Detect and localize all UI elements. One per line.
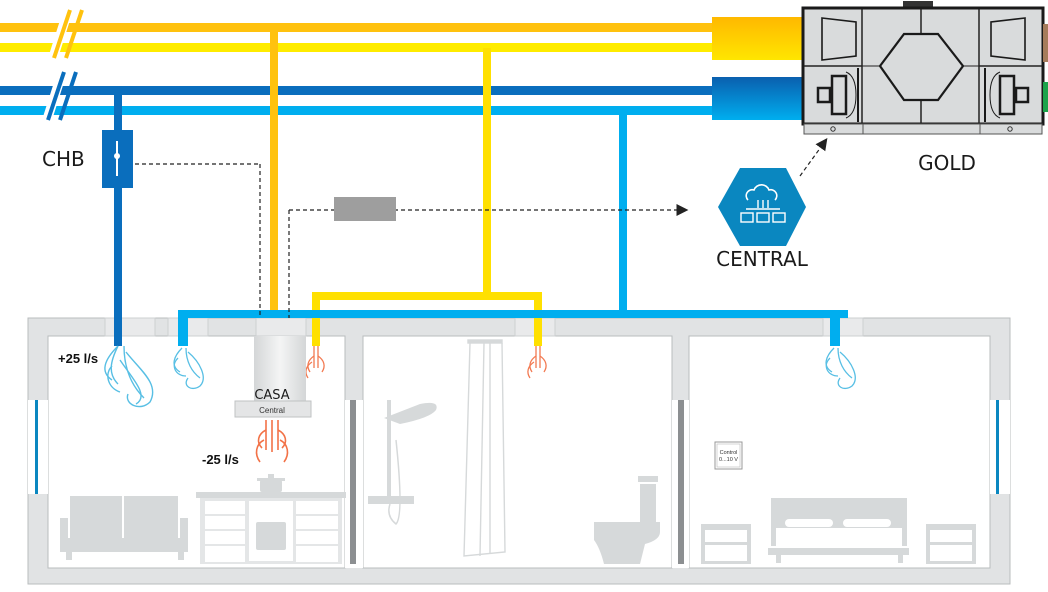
ceiling-box [822, 317, 864, 337]
duct-extract-dark [0, 86, 720, 95]
supply-diffuser-bedroom [825, 347, 856, 390]
chb-label: CHB [42, 147, 85, 171]
central-controller[interactable]: CENTRAL [716, 168, 809, 271]
casa-label: CASA [254, 388, 289, 403]
furniture [60, 339, 976, 564]
duct-supply-warm [0, 23, 720, 32]
duct-drop-blue-kitchen [178, 310, 188, 346]
gold-connector-supply [712, 17, 804, 60]
duct-branch-yellow [312, 292, 542, 300]
duct-riser-warm [270, 28, 278, 318]
filter-right-icon [990, 17, 1026, 61]
supply-diffuser-kitchen-2 [173, 347, 204, 390]
toilet-icon [594, 476, 660, 564]
duct-supply-yellow [0, 43, 720, 52]
control-label-2: 0...10 V [719, 457, 738, 463]
central-label: CENTRAL [716, 247, 809, 271]
cloud-network-icon [718, 168, 806, 246]
filter-left-icon [821, 17, 857, 61]
window-right-opening [990, 400, 1010, 494]
pot-icon [257, 474, 285, 492]
window-right [996, 400, 999, 494]
fan-left-icon [816, 68, 859, 122]
fan-right-icon [984, 68, 1030, 122]
shower-icon [368, 400, 437, 526]
port-brown [1043, 24, 1048, 62]
casa-cooker-hood[interactable]: CASA Central [234, 336, 312, 463]
gold-unit[interactable]: GOLD [801, 1, 1048, 175]
shower-curtain-icon [463, 339, 506, 557]
control-panel[interactable]: Control 0...10 V [714, 441, 743, 470]
break-mark-blue [42, 71, 78, 121]
nightstand-right-icon [926, 524, 976, 564]
exhaust-airflow [255, 420, 289, 463]
extract-valve-kitchen [305, 336, 325, 379]
port-green [1043, 82, 1048, 112]
control-panel-icon [714, 441, 743, 470]
duct-drop-blue-bedroom [830, 310, 840, 346]
window-left [35, 400, 38, 494]
gold-connector-extract [712, 77, 804, 120]
kitchen-counter-icon [196, 492, 346, 564]
gold-label: GOLD [918, 151, 976, 175]
duct-riser-extract-dark [114, 90, 122, 346]
heat-exchanger-icon [878, 32, 965, 102]
gold-top-connector [903, 1, 933, 9]
duct-extract-light [0, 106, 720, 115]
duct-branch-light-blue [178, 310, 848, 318]
chb-damper[interactable]: CHB [42, 130, 133, 188]
duct-riser-yellow [483, 48, 491, 300]
supply-flow-label: +25 l/s [58, 351, 98, 366]
supply-diffuser-kitchen-1 [104, 336, 154, 408]
casa-sub-label: Central [259, 406, 285, 415]
duct-riser-extract-light [619, 110, 627, 316]
gateway-box-icon [334, 197, 396, 221]
break-mark-yellow [48, 9, 84, 59]
sofa-icon [60, 496, 188, 560]
bed-icon [768, 498, 909, 563]
control-label-1: Control [720, 450, 738, 456]
duct-drop-yellow-bath [534, 292, 542, 346]
nightstand-left-icon [701, 524, 751, 564]
ducts [0, 9, 848, 346]
cooker-hood-icon [254, 336, 306, 402]
duct-drop-yellow-kitchen [312, 292, 320, 346]
signal-line-to-gold [799, 138, 828, 177]
ceiling-box [104, 317, 156, 337]
door-frame-2 [678, 400, 684, 564]
extract-flow-label: -25 l/s [202, 452, 239, 467]
door-frame-1 [350, 400, 356, 564]
ceiling-box [255, 317, 307, 337]
extract-valve-bathroom [527, 336, 547, 379]
